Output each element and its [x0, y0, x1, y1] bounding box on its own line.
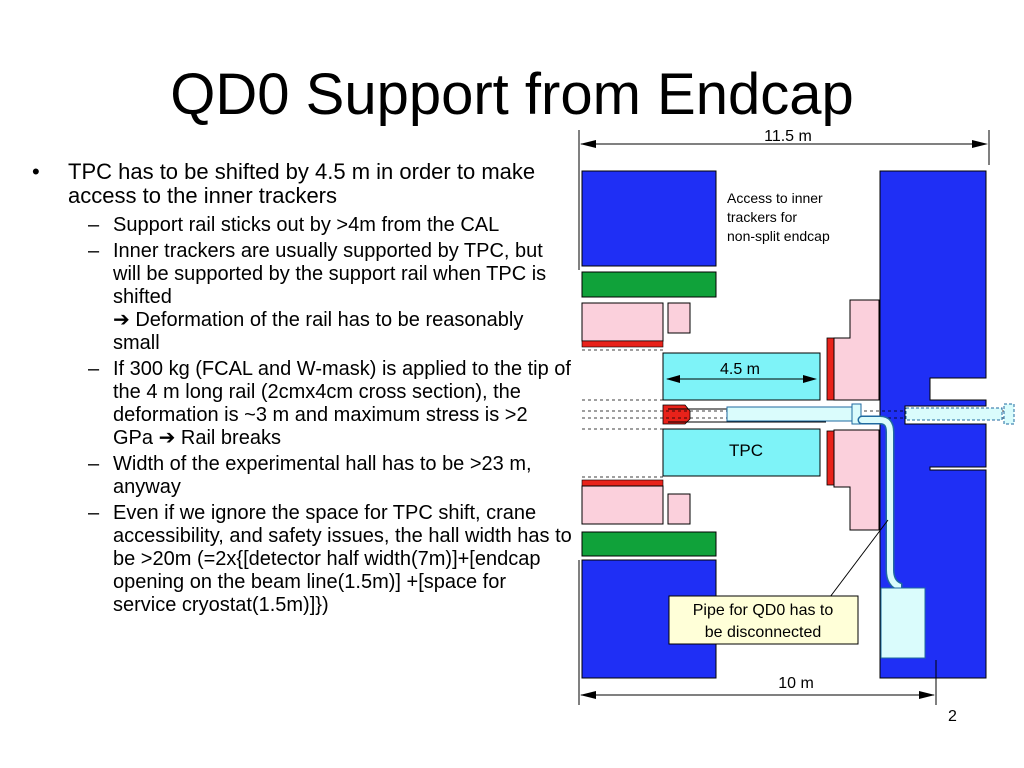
qd0-extension — [905, 407, 1003, 421]
dim-top-arrowhead-right — [972, 140, 988, 148]
dim-top-arrowhead-left — [580, 140, 596, 148]
access-label-line-3: non-split endcap — [727, 228, 830, 244]
bullet-main-text: TPC has to be shifted by 4.5 m in order … — [68, 159, 536, 208]
dim-tpc-arrowhead-left — [666, 375, 680, 383]
dim-bottom-arrowhead-left — [580, 691, 596, 699]
support-lower-pink-small — [667, 493, 691, 525]
support-upper-pink — [581, 302, 664, 342]
tpc-upper — [662, 352, 821, 401]
sub-bullet-3: – If 300 kg (FCAL and W-mask) is applied… — [88, 358, 571, 449]
rail-lower-red — [581, 479, 664, 487]
dim-tpc-shift-label: 4.5 m — [720, 361, 760, 378]
rail-upper-red — [581, 340, 664, 348]
rail-tip-red — [662, 404, 691, 425]
rail-right-lower — [826, 430, 835, 486]
sub-bullet-4: – Width of the experimental hall has to … — [88, 453, 532, 498]
endcap-right — [879, 170, 987, 679]
dim-bottom-label: 10 m — [778, 675, 814, 692]
page-number: 2 — [948, 708, 957, 725]
access-label-line-2: trackers for — [727, 209, 797, 225]
bullet-list: • TPC has to be shifted by 4.5 m in orde… — [28, 160, 573, 620]
right-arrow-icon: ➔ — [158, 427, 176, 449]
pipe-callout-line-2: be disconnected — [705, 624, 822, 641]
slide-title: QD0 Support from Endcap — [170, 62, 854, 127]
dim-bottom-arrowhead-right — [919, 691, 935, 699]
qd0-cryostat — [726, 406, 858, 422]
sub-bullet-4-text: Width of the experimental hall has to be… — [113, 453, 532, 498]
sub-bullet-list: – Support rail sticks out by >4m from th… — [28, 214, 573, 617]
support-right-lower — [833, 429, 880, 531]
sub-bullet-1-text: Support rail sticks out by >4m from the … — [113, 214, 500, 236]
sub-bullet-2-text: Inner trackers are usually supported by … — [113, 240, 547, 308]
endcap-upper-left — [581, 170, 717, 267]
access-label-line-1: Access to inner — [727, 190, 823, 206]
calorimeter-upper — [581, 271, 717, 298]
pipe-callout-line-1: Pipe for QD0 has to — [693, 602, 834, 619]
qd0-flange — [851, 403, 862, 425]
sub-bullet-5: – Even if we ignore the space for TPC sh… — [88, 502, 572, 616]
tpc-label: TPC — [729, 441, 763, 460]
bullet-dot: • — [32, 159, 40, 184]
service-cryostat — [880, 587, 926, 659]
calorimeter-lower — [581, 531, 717, 557]
sub-bullet-2-cont: Deformation of the rail has to be reason… — [113, 309, 524, 354]
dim-top-label: 11.5 m — [764, 128, 812, 145]
bullet-main: • TPC has to be shifted by 4.5 m in orde… — [28, 160, 573, 208]
tpc-lower — [662, 428, 821, 477]
support-right-upper — [833, 299, 880, 401]
pipe-callout-leader — [829, 519, 889, 598]
sub-bullet-3-result: Rail breaks — [180, 427, 281, 449]
sub-bullet-2: – Inner trackers are usually supported b… — [88, 240, 547, 354]
pipe-callout-box — [668, 595, 859, 645]
sub-bullet-1: – Support rail sticks out by >4m from th… — [88, 214, 500, 236]
support-upper-pink-small — [667, 302, 691, 334]
right-arrow-icon: ➔ — [113, 309, 130, 331]
sub-bullet-3-text: If 300 kg (FCAL and W-mask) is applied t… — [113, 358, 571, 449]
rail-right-upper — [826, 337, 835, 401]
dim-tpc-arrowhead-right — [803, 375, 817, 383]
sub-bullet-5-text: Even if we ignore the space for TPC shif… — [113, 502, 572, 616]
support-lower-pink — [581, 485, 664, 525]
qd0-end-cap — [1003, 403, 1015, 425]
